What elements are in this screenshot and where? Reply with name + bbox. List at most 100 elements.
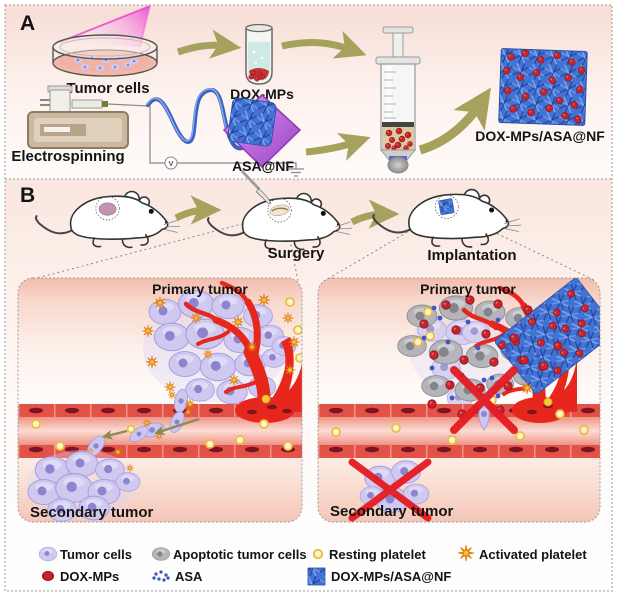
resting-platelet-icon	[413, 337, 423, 347]
activated-platelet-icon	[287, 335, 301, 349]
dox-mp-icon	[553, 51, 561, 60]
activated-platelet-icon	[189, 311, 203, 325]
resting-platelet-icon	[331, 427, 341, 437]
right-scenario-panel: Primary tumor Secondary tumor	[317, 277, 601, 523]
dox-mp-icon	[251, 70, 257, 76]
tumor-cell-icon	[95, 65, 105, 71]
legend-label: DOX-MPs	[60, 569, 119, 584]
dox-mp-icon	[509, 333, 519, 343]
dotted-circle	[267, 198, 292, 223]
syringe	[375, 26, 421, 174]
dox-mp-icon	[555, 96, 564, 105]
arrow-syringe-to-product	[418, 87, 491, 155]
dox-mp-icon	[502, 66, 511, 75]
asa-icon	[449, 395, 455, 401]
apoptotic-cell-icon	[152, 547, 170, 561]
dox-mp-icon	[537, 56, 545, 64]
resting-platelet-icon	[447, 435, 457, 445]
dox-mp-icon	[385, 129, 393, 137]
asa-icon	[429, 365, 435, 371]
dox-mp-icon	[519, 355, 529, 365]
activated-platelet-icon	[153, 296, 167, 310]
resting-platelet-icon	[235, 435, 245, 445]
dox-mp-icon	[465, 295, 475, 305]
activated-platelet-icon	[520, 381, 534, 395]
panel-b-label: B	[20, 184, 35, 207]
dox-mp-icon	[388, 136, 396, 144]
activated-platelet-icon	[246, 341, 258, 353]
product-label: DOX-MPs/ASA@NF	[475, 128, 605, 144]
activated-platelet-icon	[163, 380, 177, 394]
activated-platelet-icon	[113, 447, 123, 457]
dox-mp-icon	[395, 127, 403, 135]
migration-arrow	[101, 429, 128, 440]
tumor-blood-vessel-tree	[183, 280, 302, 423]
activated-platelet-icon	[281, 311, 295, 325]
dox-mp-icon	[564, 74, 573, 82]
asa-icon	[154, 572, 158, 576]
dox-mp-icon	[404, 131, 412, 139]
asa-nf-mat-icon	[227, 97, 277, 147]
voltage-circuit: V	[149, 106, 304, 177]
activated-platelet-icon	[184, 398, 196, 410]
resting-platelet-icon	[515, 431, 525, 441]
arrow-mouse2-to-mouse3	[350, 199, 400, 229]
dox-mp-icon	[568, 58, 576, 66]
right-secondary-tumor-label: Secondary tumor	[330, 503, 454, 520]
tumor-cell-icon	[110, 64, 120, 70]
tumor-cell-icon	[123, 62, 133, 68]
tumor-cells-label: Tumor cells	[66, 80, 149, 97]
arrow-mouse1-to-mouse2	[174, 195, 222, 225]
blocked-metastasis-cross-icon	[348, 458, 432, 522]
dox-mp-icon	[539, 361, 549, 371]
legend-label: Activated platelet	[479, 547, 587, 562]
left-scenario-panel: Primary tumor Secondary tumor	[17, 277, 303, 523]
dox-mp-icon	[398, 135, 406, 143]
asa-icon	[164, 573, 168, 577]
tumor-cell-icon	[115, 472, 141, 492]
dox-mp-icon	[503, 86, 512, 95]
asa-nf-plate	[222, 93, 302, 169]
activated-platelet-icon	[227, 373, 241, 387]
activated-platelet-icon	[283, 363, 297, 377]
legend-label: ASA	[175, 569, 203, 584]
asa-icon	[521, 327, 527, 333]
activated-platelet-icon	[231, 315, 245, 329]
asa-icon	[431, 305, 437, 311]
tumor-cell-icon	[185, 378, 215, 402]
asa-icon	[445, 339, 451, 345]
legend-label: DOX-MPs/ASA@NF	[331, 569, 451, 584]
legend-label: Tumor cells	[60, 547, 132, 562]
dox-mps-label: DOX-MPs	[230, 86, 294, 102]
activated-platelet-icon	[457, 544, 475, 562]
mouse-tumor-bearing	[35, 190, 182, 249]
voltage-source-icon	[164, 156, 178, 170]
resting-platelet-icon	[555, 409, 565, 419]
asa-icon	[437, 315, 443, 321]
dox-mp-icon	[577, 66, 586, 75]
dox-mp-icon	[509, 105, 518, 113]
asa-icon	[157, 577, 161, 581]
legend-label: Apoptotic tumor cells	[173, 547, 307, 562]
arrow-tube-to-syringe	[281, 30, 367, 59]
asa-icon	[489, 375, 495, 381]
resting-platelet-icon	[579, 425, 589, 435]
dox-mp-icon	[570, 101, 579, 109]
dox-mp-icon	[481, 329, 491, 339]
dox-mp-icon	[427, 399, 437, 409]
arrow-asa-to-syringe	[305, 132, 371, 161]
asa-icon	[421, 335, 427, 341]
tumor-cell-icon	[38, 546, 58, 562]
legend: Tumor cells Apoptotic tumor cells Restin…	[38, 544, 587, 586]
tumor-spot-icon	[98, 202, 117, 216]
incision-icon	[269, 204, 290, 217]
resting-platelet-icon	[31, 419, 41, 429]
asa-icon	[162, 578, 166, 582]
dox-mp-icon	[429, 350, 439, 360]
dox-mps-tube	[245, 23, 273, 85]
resting-platelet-icon	[425, 331, 435, 341]
implantation-label: Implantation	[427, 247, 516, 264]
dox-mp-icon	[257, 71, 263, 77]
asa-icon	[495, 393, 501, 399]
